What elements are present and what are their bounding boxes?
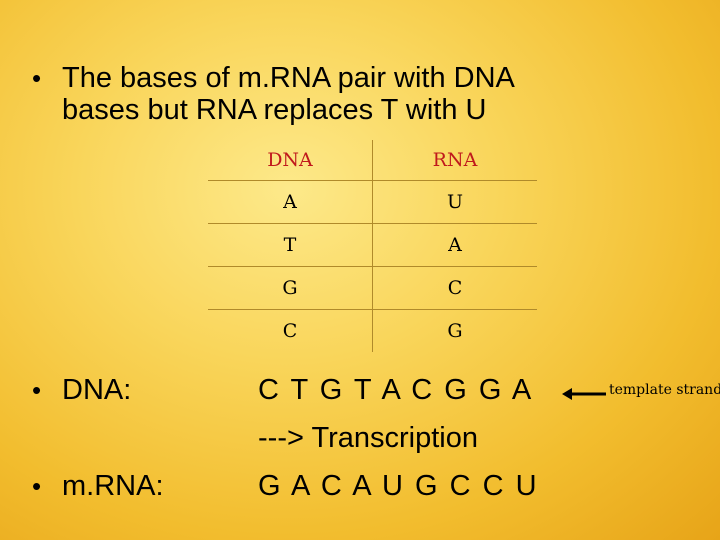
intro-text: The bases of m.RNA pair with DNA bases b…	[62, 62, 515, 126]
base-pairing-table: DNA RNA A U T A G C C G	[208, 140, 537, 352]
header-rna: RNA	[372, 140, 537, 181]
template-strand-label: template strand	[609, 382, 720, 398]
dna-cell: T	[208, 223, 373, 267]
mrna-bullet: • m.RNA:	[10, 470, 164, 502]
intro-line-2: bases but RNA replaces T with U	[62, 94, 487, 126]
table-row: G C	[208, 266, 537, 310]
header-dna: DNA	[208, 140, 373, 181]
left-arrow-icon	[562, 388, 606, 400]
bullet-icon: •	[32, 63, 42, 93]
bullet-icon: •	[32, 471, 42, 501]
rna-cell: A	[372, 223, 537, 267]
table-row: T A	[208, 223, 537, 267]
rna-cell: C	[372, 266, 537, 310]
dna-sequence: C T G T A C G G A	[258, 374, 534, 406]
mrna-label: m.RNA:	[62, 470, 164, 502]
intro-bullet: • The bases of m.RNA pair with DNA bases…	[10, 62, 650, 126]
mrna-sequence: G A C A U G C C U	[258, 470, 539, 502]
table-header-row: DNA RNA	[208, 140, 537, 181]
dna-bullet: • DNA:	[10, 374, 131, 406]
bullet-icon: •	[32, 375, 42, 405]
rna-cell: G	[372, 309, 537, 352]
dna-cell: C	[208, 309, 373, 352]
intro-line-1: The bases of m.RNA pair with DNA	[62, 62, 515, 94]
rna-cell: U	[372, 180, 537, 224]
dna-label: DNA:	[62, 374, 132, 406]
transcription-text: ---> Transcription	[258, 422, 478, 454]
table-row: A U	[208, 180, 537, 224]
dna-cell: A	[208, 180, 373, 224]
dna-cell: G	[208, 266, 373, 310]
table-row: C G	[208, 309, 537, 352]
